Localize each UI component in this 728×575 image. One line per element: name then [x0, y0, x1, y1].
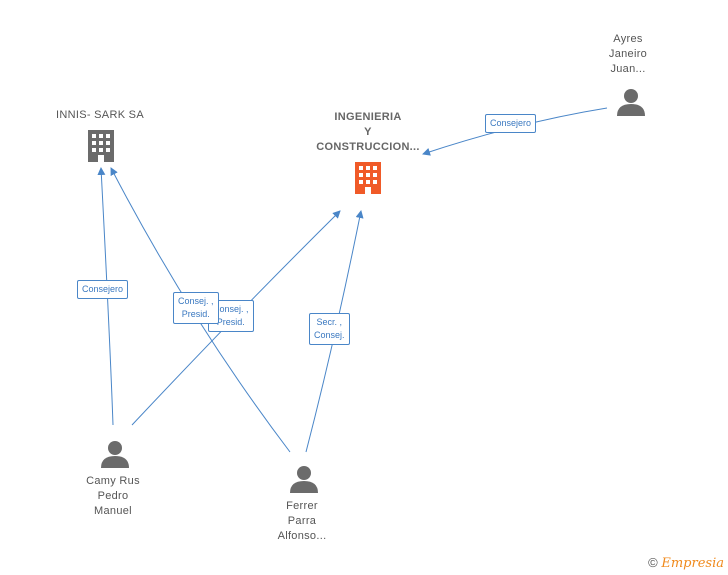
- edge-label-ferrer-ingenieria: Secr. , Consej.: [309, 313, 350, 345]
- company-name-innis[interactable]: INNIS- SARK SA: [56, 109, 144, 121]
- person-name-line: Camy Rus: [86, 475, 140, 487]
- person-name-line: Alfonso...: [277, 530, 327, 542]
- copyright-symbol: ©: [648, 555, 658, 570]
- building-icon[interactable]: [355, 162, 381, 194]
- person-icon[interactable]: [101, 441, 129, 468]
- edge-label-ferrer-innis: Consej. , Presid.: [173, 292, 219, 324]
- person-name-line: Ayres: [613, 33, 643, 45]
- company-name-line: Y: [364, 126, 372, 138]
- person-name-line: Manuel: [94, 505, 132, 517]
- person-name-line: Juan...: [610, 63, 646, 75]
- edge-camy-innis: [97, 167, 114, 426]
- person-name-line: Ferrer: [286, 500, 318, 512]
- company-name-ingenieria[interactable]: INGENIERIA Y CONSTRUCCION...: [298, 110, 438, 155]
- person-name-ferrer[interactable]: Ferrer Parra Alfonso...: [262, 499, 342, 544]
- building-icon[interactable]: [88, 130, 114, 162]
- edge-label-camy-innis: Consejero: [77, 280, 129, 299]
- person-name-ayres[interactable]: Ayres Janeiro Juan...: [588, 32, 668, 77]
- footer-brand: © Empresia: [648, 555, 724, 571]
- person-icon[interactable]: [617, 89, 645, 116]
- company-name-line: INGENIERIA: [334, 111, 402, 123]
- person-name-line: Pedro: [97, 490, 129, 502]
- brand-logo: Empresia: [661, 556, 724, 571]
- person-name-camy[interactable]: Camy Rus Pedro Manuel: [73, 474, 153, 519]
- person-icon[interactable]: [290, 466, 318, 493]
- person-name-line: Parra: [287, 515, 317, 527]
- person-name-line: Janeiro: [608, 48, 648, 60]
- edge-label-ayres-ingenieria: Consejero: [485, 114, 537, 133]
- company-name-line: CONSTRUCCION...: [316, 141, 420, 153]
